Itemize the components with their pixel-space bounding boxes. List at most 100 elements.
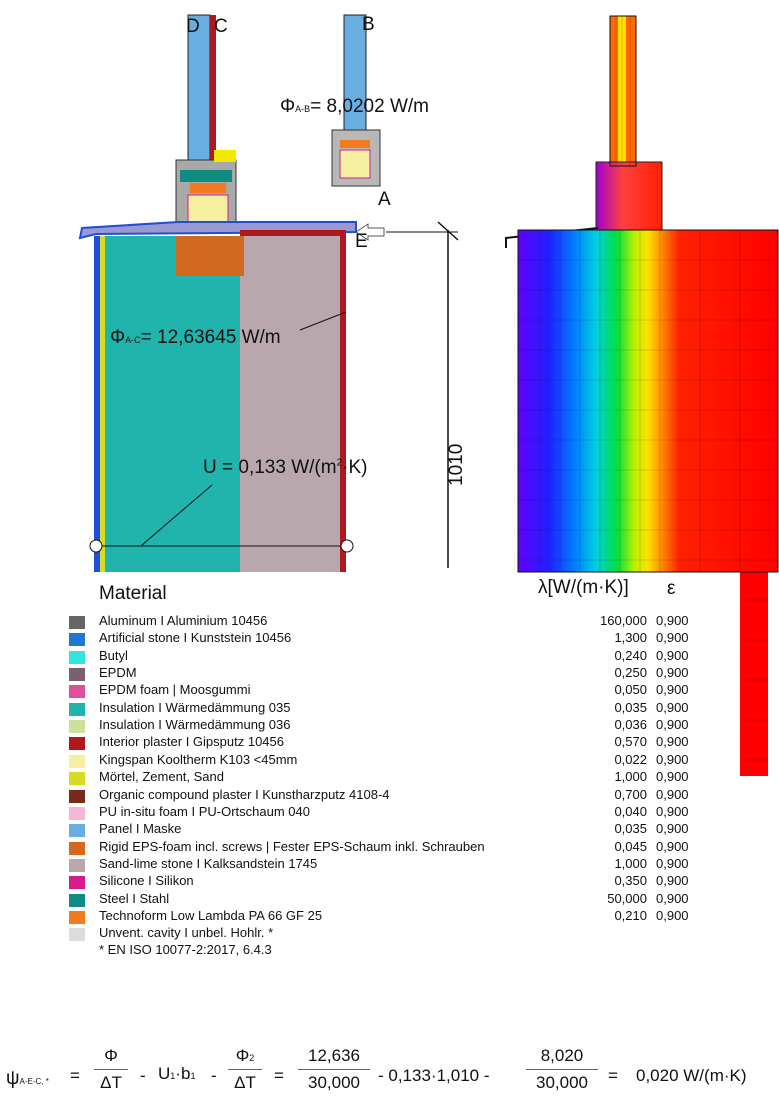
field-glass-outline [609,15,637,167]
legend-material-name: Steel I Stahl [99,890,170,906]
field-interior-strip [740,572,768,776]
pane-edge-left [210,15,216,175]
sand-lime-stone [240,236,340,572]
insulation-layer [104,236,240,572]
phi-ab-value: = 8,0202 W/m [310,96,429,117]
legend-lambda-value: 0,022 [614,751,647,767]
legend-lambda-value: 0,250 [614,665,647,681]
b-char: b [180,1064,191,1083]
legend-material-name: Organic compound plaster I Kunstharzputz… [99,786,390,802]
den-30000-2: 30,000 [536,1073,588,1092]
dimension-label: 1010 [446,443,467,486]
legend-row: Rigid EPS-foam incl. screws | Fester EPS… [0,839,779,856]
legend-material-name: Rigid EPS-foam incl. screws | Fester EPS… [99,838,485,854]
legend-row: Organic compound plaster I Kunstharzputz… [0,787,779,804]
phi-ab-label: ΦA-B= 8,0202 W/m [280,96,429,118]
legend-lambda-value: 1,000 [614,855,647,871]
num-8020: 8,020 [540,1046,584,1065]
legend-lambda-value: 1,000 [614,769,647,785]
legend-material-name: Unvent. cavity I unbel. Hohlr. * [99,925,274,941]
field-wall-outline [517,229,779,573]
legend-swatch [69,789,85,803]
legend-swatch [69,928,85,942]
minus-1: - [140,1066,146,1085]
b-sub: 1 [190,1071,196,1081]
legend-swatch [69,824,85,838]
legend-epsilon-value: 0,900 [656,734,689,750]
u-char: U [158,1064,171,1083]
legend-lambda-value: 0,570 [614,734,647,750]
eq-sign-3: = [608,1066,618,1085]
label-a: A [378,189,391,210]
label-e: E [355,231,368,252]
frame-left-foam [214,150,236,162]
legend-row: PU in-situ foam I PU-Ortschaum 040 0,040 0… [0,804,779,821]
phi-ac-label: ΦA-C= 12,63645 W/m [110,327,281,349]
legend-epsilon-value: 0,900 [656,699,689,715]
mortar-layer [100,236,105,572]
legend-lambda-value: 0,036 [614,717,647,733]
legend-lambda-value: 0,050 [614,682,647,698]
legend-epsilon-value: 0,900 [656,855,689,871]
legend-lambda-value: 1,300 [614,630,647,646]
legend-epsilon-value: 0,900 [656,838,689,854]
u1-b1-term: U1·b1 [158,1064,195,1084]
eq-sign-2: = [274,1066,284,1085]
frame-left-steel [180,170,232,182]
field-grid [518,16,778,761]
legend-swatch [69,668,85,682]
legend-epsilon-value: 0,900 [656,751,689,767]
legend-lambda-value: 0,210 [614,907,647,923]
legend-epsilon-value: 0,900 [656,821,689,837]
psi-subscript: A-E-C, * [19,1077,49,1086]
legend-epsilon-value: 0,900 [656,647,689,663]
legend-row: Interior plaster I Gipsputz 10456 0,570 0,… [0,734,779,751]
leader-phi-ac [299,311,347,331]
legend-material-name: Insulation I Wärmedämmung 036 [99,717,291,733]
leader-u [141,484,213,546]
exterior-plaster [94,236,100,572]
legend-lambda-value: 0,040 [614,803,647,819]
frac-12636-30000: 12,636 30,000 [298,1046,370,1093]
legend-swatch [69,772,85,786]
legend-material-name: Interior plaster I Gipsputz 10456 [99,734,284,750]
legend-swatch [69,616,85,629]
legend-material-name: Butyl [99,647,128,663]
legend-epsilon-value: 0,900 [656,769,689,785]
legend-lambda-value: 0,700 [614,786,647,802]
legend-epsilon-value: 0,900 [656,665,689,681]
legend-material-name: PU in-situ foam I PU-Ortschaum 040 [99,803,310,819]
dot-char: · [175,1064,181,1083]
legend-material-name: Technoform Low Lambda PA 66 GF 25 [99,907,323,923]
legend-row: Unvent. cavity I unbel. Hohlr. * [0,925,779,942]
frac-phi2-num: Φ2 [228,1046,262,1066]
u-value-post: ·K) [342,457,368,478]
legend-swatch [69,720,85,734]
legend-epsilon-value: 0,900 [656,890,689,906]
legend-footnote: * EN ISO 10077-2:2017, 6.4.3 [99,942,272,957]
frac-phi-dt: Φ ΔT [94,1046,128,1093]
stone-top-line [240,230,346,236]
legend-material-name: Aluminum I Aluminium 10456 [99,613,268,628]
minus-2: - [211,1066,217,1085]
frac-phi-den: ΔT [100,1073,122,1092]
phi-ac-symbol: Φ [110,327,126,348]
legend-epsilon-value: 0,900 [656,682,689,698]
legend-lambda-value: 0,035 [614,821,647,837]
psi-symbol: ψA-E-C, * [6,1068,49,1090]
legend-swatch [69,737,85,751]
legend-material-name: Kingspan Kooltherm K103 <45mm [99,751,298,767]
frac-phi2-dt: Φ2 ΔT [228,1046,262,1093]
legend-swatch [69,876,85,890]
legend-swatch [69,806,85,820]
legend-epsilon-value: 0,900 [656,803,689,819]
frac-8020-30000: 8,020 30,000 [526,1046,598,1093]
